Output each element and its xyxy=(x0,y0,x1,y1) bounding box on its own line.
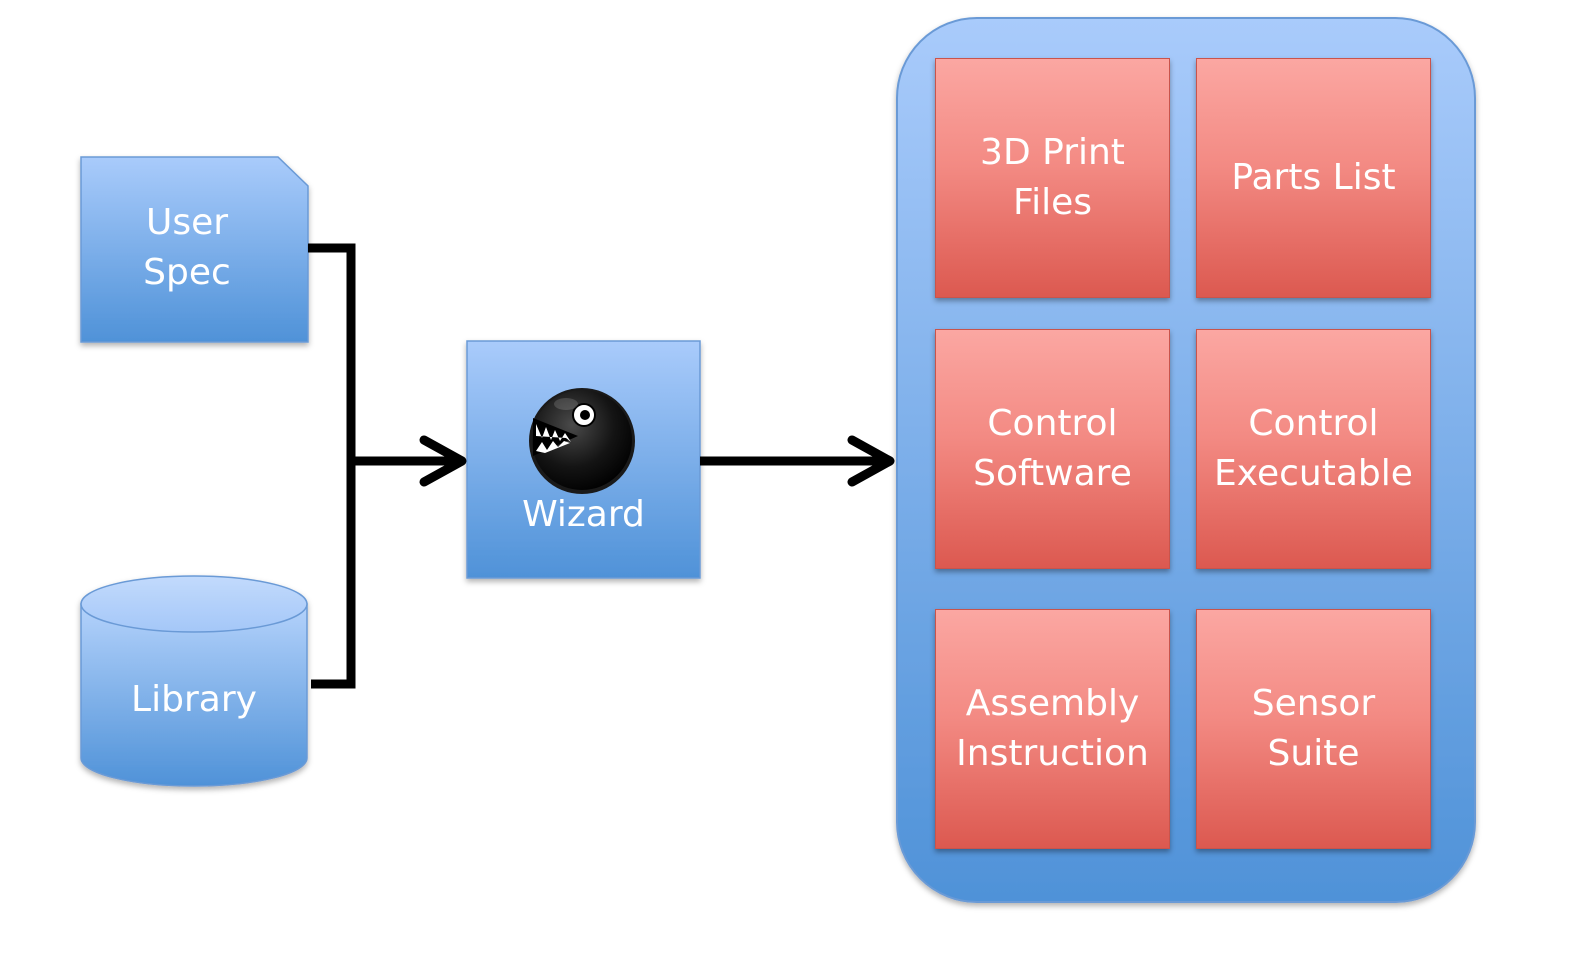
connectors xyxy=(308,243,888,689)
library-database-shape xyxy=(80,575,308,787)
output-box-sensor-suite: Sensor Suite xyxy=(1196,609,1431,849)
output-box-parts-list: Parts List xyxy=(1196,58,1431,298)
user-spec-connector xyxy=(308,243,356,461)
output-box-control-executable: Control Executable xyxy=(1196,329,1431,569)
output-label-control-software: Control Software xyxy=(973,403,1132,494)
user-spec-document-shape xyxy=(80,156,309,343)
library-label: Library xyxy=(131,679,257,720)
chomp-ball-icon xyxy=(529,388,635,494)
user-spec-label: User Spec xyxy=(143,202,231,293)
output-label-control-executable: Control Executable xyxy=(1214,403,1413,494)
output-label-sensor-suite: Sensor Suite xyxy=(1251,683,1376,774)
arrowheads xyxy=(419,435,895,487)
output-box-assembly-instruction: Assembly Instruction xyxy=(935,609,1170,849)
output-box-3d-print-files: 3D Print Files xyxy=(935,58,1170,298)
wizard-label: Wizard xyxy=(522,494,645,535)
arrow-to-wizard-icon xyxy=(419,435,467,487)
arrow-to-outputs-icon xyxy=(847,435,895,487)
output-label-parts-list: Parts List xyxy=(1231,157,1396,198)
library-connector xyxy=(311,461,356,689)
output-box-control-software: Control Software xyxy=(935,329,1170,569)
output-label-3d-print-files: 3D Print Files xyxy=(980,132,1125,223)
output-label-assembly-instruction: Assembly Instruction xyxy=(956,683,1149,774)
